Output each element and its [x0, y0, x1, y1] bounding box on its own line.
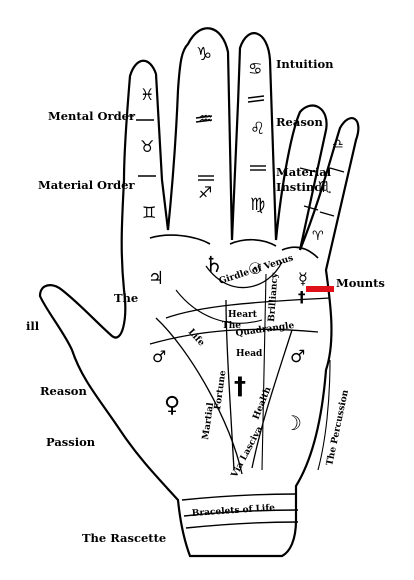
life-line: [155, 317, 243, 475]
label-passion: Passion: [46, 435, 96, 449]
bracelet-line-3: [185, 521, 299, 529]
label-intuition: Intuition: [276, 57, 334, 71]
aries-icon: ♈: [312, 229, 324, 244]
aquarius-icon: ♒: [198, 109, 212, 128]
fortune-line: [225, 299, 235, 471]
finger-joints: [136, 95, 345, 217]
girdle-of-venus-line: [205, 261, 283, 289]
sun-icon: ☉: [248, 259, 262, 278]
taurus-icon: ♉: [140, 137, 154, 156]
finger-crease-index: [149, 234, 211, 245]
label-material-order: Material Order: [38, 178, 135, 192]
mars-plain-icon: †: [298, 288, 306, 306]
hand-outline: [38, 27, 360, 558]
heart-line: [165, 297, 331, 319]
label-health: Health: [252, 385, 274, 421]
label-heart: Heart: [228, 310, 258, 320]
health-line: [251, 329, 293, 469]
brilliancy-line: [261, 273, 267, 471]
label-rascette: The Rascette: [82, 531, 166, 545]
pisces-icon: ♓: [140, 85, 154, 104]
mercury-icon: ☿: [298, 269, 308, 288]
cross-icon: †: [234, 372, 246, 400]
label-material-1: Material: [276, 165, 332, 179]
bracelet-line-1: [181, 493, 297, 501]
percussion-line: [317, 359, 331, 471]
cancer-icon: ♋: [248, 59, 262, 78]
virgo-icon: ♍: [250, 195, 265, 215]
label-life: Life: [186, 327, 207, 348]
label-the: The: [114, 291, 138, 305]
label-reason-left: Reason: [40, 384, 87, 398]
mars-lower-icon: ♂: [290, 347, 305, 367]
gemini-icon: ♊: [142, 203, 156, 222]
leo-icon: ♌: [250, 119, 265, 139]
saturn-icon: ♄: [204, 253, 224, 278]
label-ill: ill: [26, 319, 40, 333]
label-brilliancy: Brilliancy: [267, 272, 280, 322]
capricorn-icon: ♑: [196, 44, 212, 65]
libra-icon: ♎: [332, 137, 344, 152]
label-mounts: Mounts: [336, 276, 385, 290]
label-reason-top: Reason: [276, 115, 323, 129]
label-material-2: Instinct: [276, 180, 327, 194]
label-martial: Martial: [201, 401, 216, 440]
label-head: Head: [236, 349, 263, 359]
mounts-red-marker: [306, 286, 334, 292]
label-quadrangle-1: The: [222, 321, 241, 331]
sagittarius-icon: ♐: [198, 183, 212, 202]
scorpio-icon: ♏: [318, 178, 332, 196]
venus-icon: ♀: [164, 393, 180, 418]
head-line: [149, 328, 319, 345]
jupiter-icon: ♃: [148, 268, 164, 289]
label-bracelets: Bracelets of Life: [192, 503, 276, 519]
label-via-lasciva: Via Lasciva: [229, 425, 265, 481]
mars-icon: ♂: [152, 347, 166, 366]
bracelet-line-2: [183, 509, 299, 517]
finger-crease-ring: [281, 246, 319, 259]
label-mental-order: Mental Order: [48, 109, 136, 123]
moon-icon: ☽: [284, 411, 302, 435]
finger-crease-middle: [229, 238, 277, 247]
mount-arc-jupiter: [175, 289, 263, 324]
